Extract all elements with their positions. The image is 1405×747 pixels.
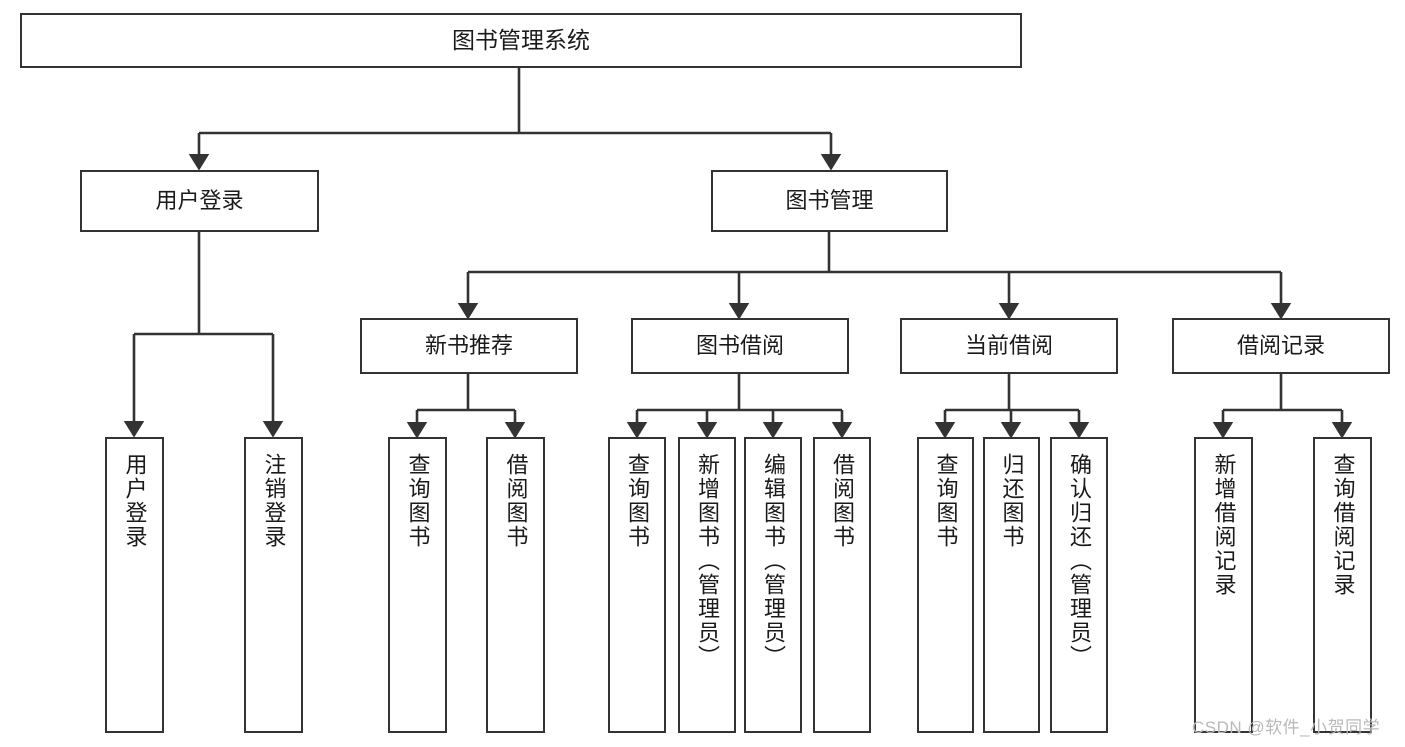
node-leaf-query-book-2[interactable]: 查询图书 [608,437,666,733]
node-leaf-return-book[interactable]: 归还图书 [983,437,1040,733]
node-label: 借阅图书 [503,453,529,549]
node-book-management[interactable]: 图书管理 [711,170,948,232]
node-label: 编辑图书（管理员） [761,453,786,669]
node-leaf-user-logout[interactable]: 注销登录 [244,437,303,733]
node-leaf-confirm-return[interactable]: 确认归还（管理员） [1050,437,1108,733]
node-label: 确认归还（管理员） [1067,453,1092,669]
node-user-login[interactable]: 用户登录 [80,170,319,232]
csdn-watermark: CSDN @软件_小贺同学 [1192,718,1381,737]
node-label: 用户登录 [155,187,244,213]
node-label: 查询图书 [405,453,431,549]
node-label: 用户登录 [122,453,148,549]
node-label: 新书推荐 [424,332,513,358]
node-label: 图书借阅 [695,332,784,358]
node-label: 归还图书 [999,453,1025,549]
node-leaf-user-login[interactable]: 用户登录 [105,437,164,733]
node-leaf-query-record[interactable]: 查询借阅记录 [1313,437,1372,733]
node-leaf-borrow-book-2[interactable]: 借阅图书 [813,437,871,733]
node-label: 查询图书 [933,453,959,549]
node-book-borrow[interactable]: 图书借阅 [631,318,849,374]
node-label: 查询借阅记录 [1330,453,1356,597]
node-book-management-system[interactable]: 图书管理系统 [20,13,1022,68]
node-leaf-add-record[interactable]: 新增借阅记录 [1194,437,1253,733]
node-label: 借阅记录 [1236,332,1325,358]
node-leaf-query-book-3[interactable]: 查询图书 [917,437,974,733]
node-current-borrow[interactable]: 当前借阅 [900,318,1118,374]
node-label: 图书管理系统 [452,26,590,53]
node-label: 新增图书（管理员） [695,453,720,669]
node-borrow-record[interactable]: 借阅记录 [1172,318,1390,374]
node-leaf-borrow-book-1[interactable]: 借阅图书 [486,437,545,733]
node-label: 查询图书 [625,453,650,549]
node-leaf-edit-book[interactable]: 编辑图书（管理员） [744,437,802,733]
node-new-book-recommend[interactable]: 新书推荐 [360,318,578,374]
node-label: 新增借阅记录 [1211,453,1237,597]
node-leaf-add-book[interactable]: 新增图书（管理员） [678,437,736,733]
node-label: 图书管理 [785,187,874,213]
node-label: 借阅图书 [830,453,855,549]
node-leaf-query-book-1[interactable]: 查询图书 [388,437,447,733]
node-label: 当前借阅 [964,332,1053,358]
node-label: 注销登录 [261,453,287,549]
